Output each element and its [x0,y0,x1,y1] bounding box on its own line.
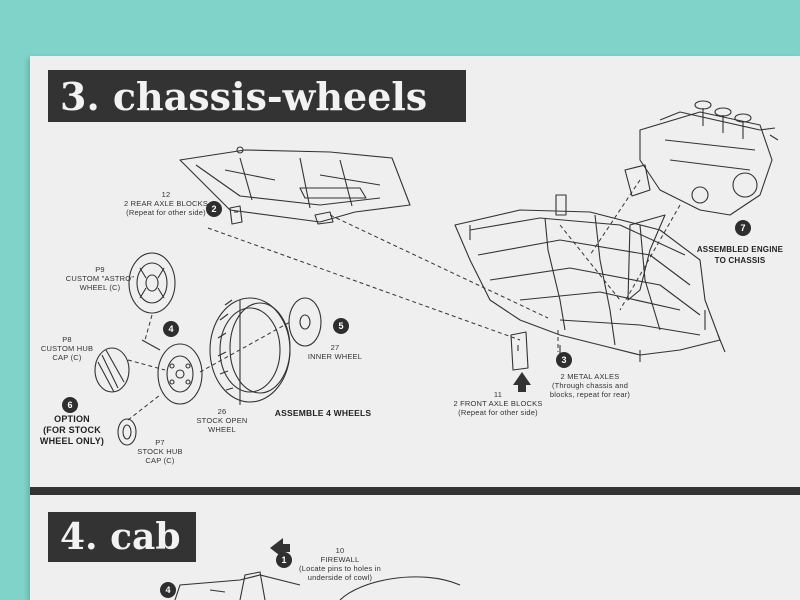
rear-chassis-frame [179,146,411,225]
section-4-title: 4. cab [48,512,196,562]
stock-open-wheel-label: 26 STOCK OPEN WHEEL [196,407,248,434]
stock-hub-cap-label: P7 STOCK HUB CAP (C) [137,438,183,465]
metal-axles-label: 2 METAL AXLES (Through chassis and block… [549,372,631,399]
stock-hub-cap [117,418,137,446]
step-5-badge: 5 [333,318,349,334]
assemble-wheels-label: ASSEMBLE 4 WHEELS [274,408,372,418]
assembled-engine-label: ASSEMBLED ENGINE TO CHASSIS [696,245,784,265]
front-axle-block [510,331,529,371]
step-2-badge: 2 [206,201,222,217]
rear-axle-blocks-label: 12 2 REAR AXLE BLOCKS (Repeat for other … [123,190,209,217]
step-4-badge: 4 [163,321,179,337]
front-blocks-arrow [513,372,531,392]
step-7-badge: 7 [735,220,751,236]
step-6-badge: 6 [62,397,78,413]
stock-open-wheel [157,343,203,405]
rear-axle-block [229,205,243,225]
cab-drawing [174,571,461,600]
engine [624,100,779,216]
custom-hub-cap [94,347,130,393]
astro-wheel-label: P9 CUSTOM "ASTRO" WHEEL (C) [65,265,135,292]
main-chassis [454,194,726,362]
astro-wheel [128,252,176,314]
front-axle-blocks-label: 11 2 FRONT AXLE BLOCKS (Repeat for other… [453,390,543,417]
option-label: OPTION (FOR STOCK WHEEL ONLY) [39,414,105,446]
inner-wheel-label: 27 INNER WHEEL [307,343,363,361]
tire [209,297,291,403]
custom-hub-cap-label: P8 CUSTOM HUB CAP (C) [40,335,94,362]
instruction-sheet [30,56,800,600]
section-4-step-1-badge: 1 [276,552,292,568]
inner-wheel [288,297,322,347]
section-divider [30,487,800,495]
step-3-badge: 3 [556,352,572,368]
section-3-title: 3. chassis-wheels [48,70,466,122]
firewall-label: 10 FIREWALL (Locate pins to holes in und… [299,546,381,582]
firewall-arrow [270,538,290,558]
section-4-step-4-badge: 4 [160,582,176,598]
